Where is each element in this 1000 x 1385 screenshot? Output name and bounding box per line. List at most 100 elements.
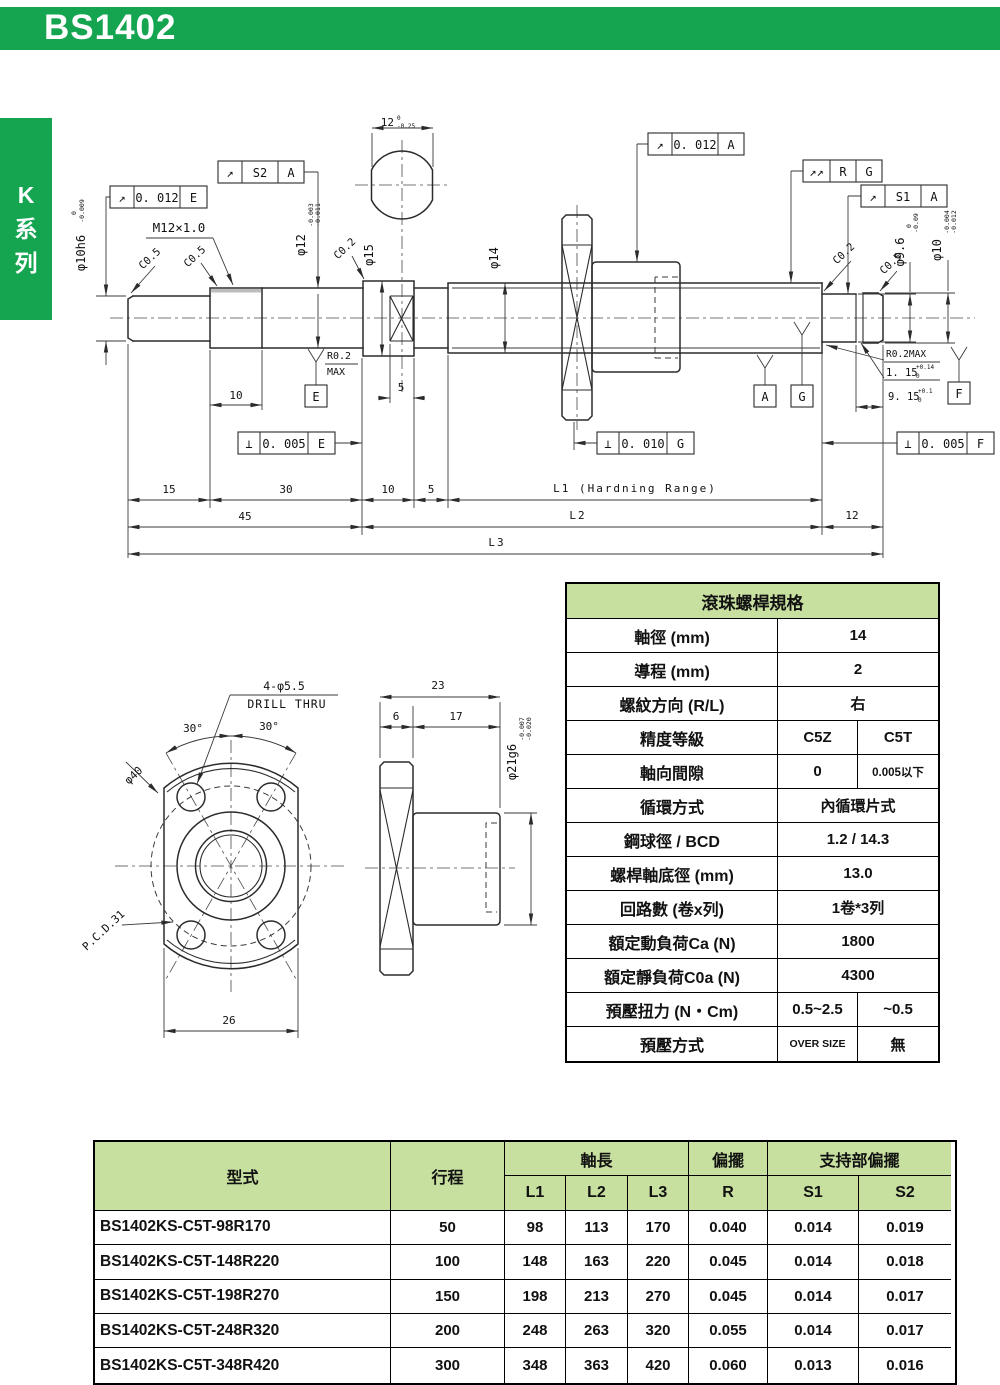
model-table-cell: 200 <box>390 1313 504 1349</box>
spec-row: 額定動負荷Ca (N)1800 <box>567 925 938 959</box>
callout-cell: ⊥ <box>245 437 252 451</box>
dim-label: 0 <box>918 397 922 404</box>
datum-letter: E <box>312 390 319 404</box>
spec-value: 2 <box>777 653 938 687</box>
model-table-cell: 0.045 <box>688 1245 767 1280</box>
spec-row: 導程 (mm)2 <box>567 653 938 687</box>
dim-label: 10 <box>381 483 394 496</box>
callout-cell: ↗ <box>656 138 663 152</box>
dim-label: +0.14 <box>916 364 934 371</box>
model-table-cell: 270 <box>627 1279 688 1314</box>
dim-label: 17 <box>449 710 462 723</box>
spec-row: 額定靜負荷C0a (N)4300 <box>567 959 938 993</box>
callout-cell: ↗ <box>226 166 233 180</box>
model-table-cell: BS1402KS-C5T-198R270 <box>95 1280 390 1314</box>
model-table-cell: 320 <box>627 1313 688 1349</box>
model-table-cell: 363 <box>565 1348 627 1383</box>
dim-label: C0.5 <box>182 244 209 270</box>
model-table-cell: 263 <box>565 1313 627 1349</box>
dim-label: 6 <box>393 710 400 723</box>
spec-label: 額定動負荷Ca (N) <box>567 925 777 959</box>
callout-cell: 0. 010 <box>621 437 664 451</box>
model-table-cell: 98 <box>504 1210 565 1246</box>
dim-label: C0.5 <box>137 246 164 272</box>
callout-cell: A <box>930 190 938 204</box>
callout-cell: A <box>287 166 295 180</box>
callout-frame <box>217 160 305 184</box>
dim-label: 30° <box>183 722 203 735</box>
dim-label: 10 <box>229 389 242 402</box>
series-tab-char: K <box>17 182 35 208</box>
spec-label: 預壓方式 <box>639 1038 704 1055</box>
callout-cell: ↗↗ <box>809 165 823 179</box>
datum-box <box>790 384 814 408</box>
spec-value: ~0.5 <box>857 993 938 1027</box>
dim-label: 15 <box>162 483 175 496</box>
dim-label: +0.1 <box>918 388 933 395</box>
dim-label: -0.011 <box>314 203 322 227</box>
callout-frame <box>896 431 995 455</box>
spec-value: OVER SIZE <box>777 1027 857 1061</box>
dim-label: M12×1.0 <box>153 220 206 235</box>
model-table-cell: 行程 <box>390 1142 504 1211</box>
model-table-cell: 0.060 <box>688 1348 767 1383</box>
spec-row: 軸徑 (mm)14 <box>567 619 938 653</box>
dim-label: 26 <box>222 1014 235 1027</box>
callout-cell: E <box>190 191 197 205</box>
spec-table-title: 滾珠螺桿規格 <box>567 584 938 619</box>
spec-label: 鋼球徑 / BCD <box>567 823 777 857</box>
model-table-cell: 163 <box>565 1245 627 1280</box>
model-table-cell: 213 <box>565 1279 627 1314</box>
spec-label: 螺桿軸底徑 (mm) <box>567 857 777 891</box>
dim-label: L2 <box>569 509 586 522</box>
dim-label: 9. 15 <box>888 391 920 403</box>
callout-cell: G <box>865 165 872 179</box>
callout-frame <box>860 184 948 208</box>
model-table-cell: 0.014 <box>767 1245 858 1280</box>
model-table-cell: R <box>688 1176 767 1211</box>
callout-cell: R <box>839 165 847 179</box>
dim-label: L3 <box>488 536 505 549</box>
dim-label: 5 <box>398 381 405 394</box>
dim-label: -0.007 <box>518 717 526 741</box>
model-table-cell: 220 <box>627 1245 688 1280</box>
model-table-cell: 偏擺 <box>688 1142 767 1177</box>
dim-label: φ21g6 <box>505 744 519 780</box>
model-table-cell: S2 <box>858 1176 951 1211</box>
model-table-cell: 420 <box>627 1348 688 1383</box>
spec-value: 1800 <box>777 925 938 959</box>
spec-value: 0.005以下 <box>857 755 938 789</box>
spec-row: 預壓扭力 (N・Cm)0.5~2.5~0.5 <box>567 993 938 1027</box>
series-tab: K 系 列 <box>0 118 52 320</box>
callout-cell: A <box>727 138 735 152</box>
model-table-cell: 248 <box>504 1313 565 1349</box>
dim-label: φ9.6 <box>893 238 907 267</box>
spec-label: 精度等級 <box>567 721 777 755</box>
model-table-cell: S1 <box>767 1176 858 1211</box>
datum-letter: F <box>955 387 962 401</box>
model-table-cell: 0.045 <box>688 1279 767 1314</box>
spec-value: 0 <box>777 755 857 789</box>
spec-row: 螺紋方向 (R/L)右 <box>567 687 938 721</box>
model-table-cell: 113 <box>565 1210 627 1246</box>
model-table-cell: BS1402KS-C5T-148R220 <box>95 1245 390 1280</box>
spec-value: 0.5~2.5 <box>777 993 857 1027</box>
spec-label: 回路數 (卷x列) <box>567 891 777 925</box>
dim-label: 0 <box>70 211 78 215</box>
spec-value: C5T <box>857 721 938 755</box>
dim-label: R0.2 <box>327 351 351 362</box>
callout-cell: ⊥ <box>904 437 911 451</box>
callout-frame <box>596 431 695 455</box>
dim-label: -0.012 <box>950 210 958 234</box>
spec-row: 回路數 (卷x列)1卷*3列 <box>567 891 938 925</box>
dim-label: 12 <box>381 116 394 129</box>
dim-label: 0 <box>905 224 913 228</box>
datum-letter: G <box>798 390 805 404</box>
dim-label: -0.020 <box>525 717 533 741</box>
